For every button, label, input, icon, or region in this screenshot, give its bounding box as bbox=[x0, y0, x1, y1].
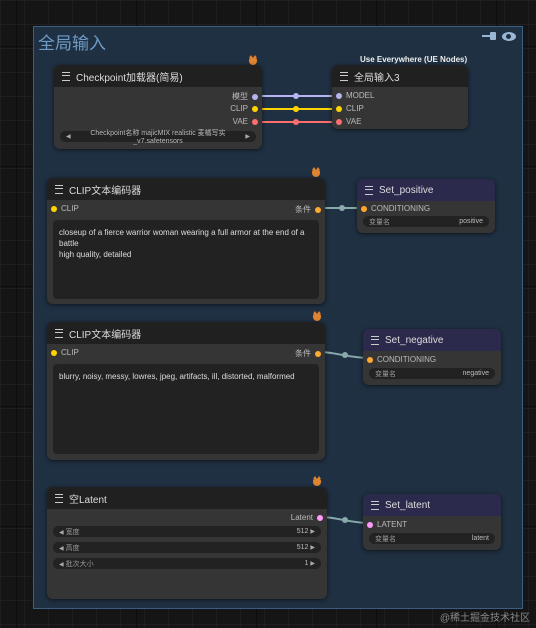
arrow-left-icon[interactable]: ◀ bbox=[59, 529, 64, 536]
node-set-positive[interactable]: Set_positive CONDITIONING 变量名 positive bbox=[357, 179, 495, 233]
output-latent[interactable]: Latent bbox=[291, 513, 323, 522]
node-title: Set_latent bbox=[385, 499, 431, 511]
fox-icon bbox=[249, 55, 257, 65]
input-conditioning[interactable]: CONDITIONING bbox=[361, 204, 430, 213]
node-checkpoint-loader[interactable]: Checkpoint加载器(简易) 模型 CLIP VAE ◀ Checkpoi… bbox=[54, 65, 262, 149]
menu-icon[interactable] bbox=[371, 500, 379, 510]
node-header[interactable]: CLIP文本编码器 bbox=[47, 322, 325, 344]
output-conditioning[interactable]: 条件 bbox=[295, 204, 321, 215]
prompt-textarea[interactable]: closeup of a fierce warrior woman wearin… bbox=[53, 220, 319, 299]
width-widget[interactable]: ◀ 宽度 512 ▶ bbox=[53, 526, 321, 537]
input-latent[interactable]: LATENT bbox=[367, 520, 407, 529]
output-dot[interactable] bbox=[252, 118, 258, 125]
watermark: @稀土掘金技术社区 bbox=[439, 613, 530, 624]
input-vae[interactable]: VAE bbox=[336, 117, 361, 126]
input-clip[interactable]: CLIP bbox=[51, 204, 79, 213]
ue-nodes-label: Use Everywhere (UE Nodes) bbox=[360, 55, 468, 64]
arrow-left-icon[interactable]: ◀ bbox=[59, 545, 64, 552]
node-title: 空Latent bbox=[69, 494, 107, 506]
node-title: CLIP文本编码器 bbox=[69, 185, 142, 197]
link-latent-midpoint bbox=[342, 517, 348, 523]
node-anything-everywhere[interactable]: 全局输入3 MODEL CLIP VAE bbox=[332, 65, 468, 129]
output-dot[interactable] bbox=[252, 105, 258, 112]
batch-size-widget[interactable]: ◀ 批次大小 1 ▶ bbox=[53, 558, 321, 569]
variable-name-widget[interactable]: 变量名 positive bbox=[363, 216, 489, 227]
output-dot[interactable] bbox=[315, 350, 321, 357]
menu-icon[interactable] bbox=[55, 328, 63, 338]
output-model[interactable]: 模型 bbox=[232, 91, 258, 102]
node-title: Set_negative bbox=[385, 334, 444, 346]
node-title: 全局输入3 bbox=[354, 72, 400, 84]
input-dot[interactable] bbox=[367, 521, 373, 528]
output-vae[interactable]: VAE bbox=[233, 117, 258, 126]
input-dot[interactable] bbox=[336, 105, 342, 112]
node-title: Set_positive bbox=[379, 184, 434, 196]
input-clip[interactable]: CLIP bbox=[51, 348, 79, 357]
height-widget[interactable]: ◀ 高度 512 ▶ bbox=[53, 542, 321, 553]
input-dot[interactable] bbox=[361, 205, 367, 212]
output-dot[interactable] bbox=[317, 514, 323, 521]
input-dot[interactable] bbox=[336, 92, 342, 99]
menu-icon[interactable] bbox=[55, 493, 63, 503]
node-header[interactable]: CLIP文本编码器 bbox=[47, 178, 325, 200]
output-conditioning[interactable]: 条件 bbox=[295, 348, 321, 359]
input-dot[interactable] bbox=[336, 118, 342, 125]
link-clip-midpoint bbox=[293, 106, 299, 112]
variable-name-widget[interactable]: 变量名 latent bbox=[369, 533, 495, 544]
node-header[interactable]: Set_latent bbox=[363, 494, 501, 516]
node-title: Checkpoint加载器(简易) bbox=[76, 72, 183, 84]
node-title: CLIP文本编码器 bbox=[69, 329, 142, 341]
output-clip[interactable]: CLIP bbox=[230, 104, 258, 113]
node-set-latent[interactable]: Set_latent LATENT 变量名 latent bbox=[363, 494, 501, 550]
node-header[interactable]: Set_negative bbox=[363, 329, 501, 351]
node-header[interactable]: Checkpoint加载器(简易) bbox=[54, 65, 262, 87]
arrow-left-icon[interactable]: ◀ bbox=[66, 134, 71, 140]
link-vae-midpoint bbox=[293, 119, 299, 125]
node-clip-text-negative[interactable]: CLIP文本编码器 CLIP 条件 blurry, noisy, messy, … bbox=[47, 322, 325, 460]
fox-icon bbox=[312, 167, 320, 177]
node-header[interactable]: 全局输入3 bbox=[332, 65, 468, 87]
pin-icon[interactable] bbox=[482, 31, 496, 41]
fox-icon bbox=[313, 476, 321, 486]
link-model-midpoint bbox=[293, 93, 299, 99]
prompt-textarea[interactable]: blurry, noisy, messy, lowres, jpeg, arti… bbox=[53, 364, 319, 454]
input-dot[interactable] bbox=[51, 205, 57, 212]
arrow-right-icon[interactable]: ▶ bbox=[310, 529, 315, 535]
input-clip[interactable]: CLIP bbox=[336, 104, 364, 113]
output-dot[interactable] bbox=[315, 206, 321, 213]
menu-icon[interactable] bbox=[62, 71, 70, 81]
input-model[interactable]: MODEL bbox=[336, 91, 374, 100]
node-empty-latent[interactable]: 空Latent Latent ◀ 宽度 512 ▶ ◀ 高度 512 ▶ ◀ 批… bbox=[47, 487, 327, 599]
input-dot[interactable] bbox=[51, 349, 57, 356]
node-header[interactable]: Set_positive bbox=[357, 179, 495, 201]
arrow-right-icon[interactable]: ▶ bbox=[245, 134, 250, 140]
menu-icon[interactable] bbox=[371, 335, 379, 345]
node-header[interactable]: 空Latent bbox=[47, 487, 327, 509]
input-dot[interactable] bbox=[367, 356, 373, 363]
link-negative-midpoint bbox=[342, 352, 348, 358]
arrow-right-icon[interactable]: ▶ bbox=[310, 561, 315, 567]
eye-icon[interactable] bbox=[502, 31, 516, 41]
group-title: 全局输入 bbox=[38, 34, 106, 53]
link-positive-midpoint bbox=[339, 205, 345, 211]
ckpt-name-widget[interactable]: ◀ Checkpoint名称 majicMIX realistic 麦橘写实_v… bbox=[60, 130, 256, 145]
arrow-right-icon[interactable]: ▶ bbox=[310, 545, 315, 551]
node-set-negative[interactable]: Set_negative CONDITIONING 变量名 negative bbox=[363, 329, 501, 385]
menu-icon[interactable] bbox=[365, 185, 373, 195]
arrow-left-icon[interactable]: ◀ bbox=[59, 561, 64, 568]
fox-icon bbox=[313, 311, 321, 321]
input-conditioning[interactable]: CONDITIONING bbox=[367, 355, 436, 364]
output-dot[interactable] bbox=[252, 93, 258, 100]
menu-icon[interactable] bbox=[55, 184, 63, 194]
node-clip-text-positive[interactable]: CLIP文本编码器 CLIP 条件 closeup of a fierce wa… bbox=[47, 178, 325, 304]
variable-name-widget[interactable]: 变量名 negative bbox=[369, 368, 495, 379]
menu-icon[interactable] bbox=[340, 71, 348, 81]
